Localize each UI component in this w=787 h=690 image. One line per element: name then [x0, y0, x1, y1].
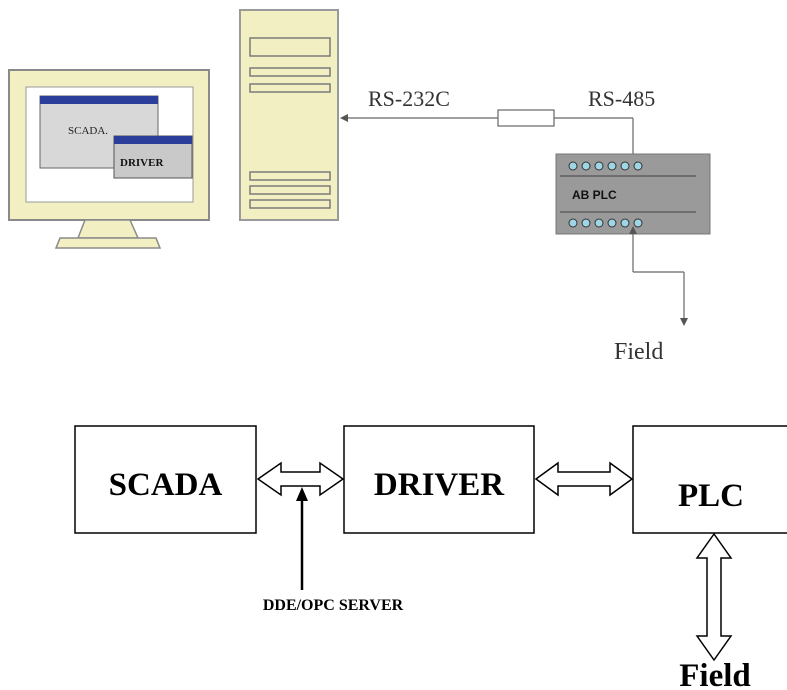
server-pointer-arrow [296, 487, 308, 590]
plc-block-label: PLC [678, 478, 744, 514]
plc-block [632, 425, 787, 534]
plc-device-label: AB PLC [572, 188, 617, 202]
bottom-field-label: Field [679, 658, 751, 690]
dde-opc-server-label: DDE/OPC SERVER [263, 597, 404, 614]
plc-device-icon [555, 153, 711, 235]
rs485-label: RS-485 [588, 86, 655, 111]
field-link [629, 226, 688, 326]
driver-window [113, 135, 193, 179]
monitor-subwindow-label: DRIVER [120, 157, 164, 169]
top-field-label: Field [614, 339, 663, 365]
plc-bottom-dots [568, 218, 643, 228]
driver-block-label: DRIVER [374, 467, 505, 503]
rs232-label: RS-232C [368, 86, 450, 111]
driver-block [343, 425, 535, 534]
scada-driver-double-arrow [256, 461, 345, 497]
monitor-window-label: SCADA. [68, 125, 108, 137]
plc-field-double-arrow [695, 532, 733, 662]
monitor-icon [8, 69, 210, 249]
scada-block-label: SCADA [109, 467, 223, 503]
driver-plc-double-arrow [534, 461, 634, 497]
pc-tower-icon [239, 9, 339, 221]
scada-block [74, 425, 257, 534]
converter-icon [497, 109, 555, 127]
plc-top-dots [568, 161, 643, 171]
